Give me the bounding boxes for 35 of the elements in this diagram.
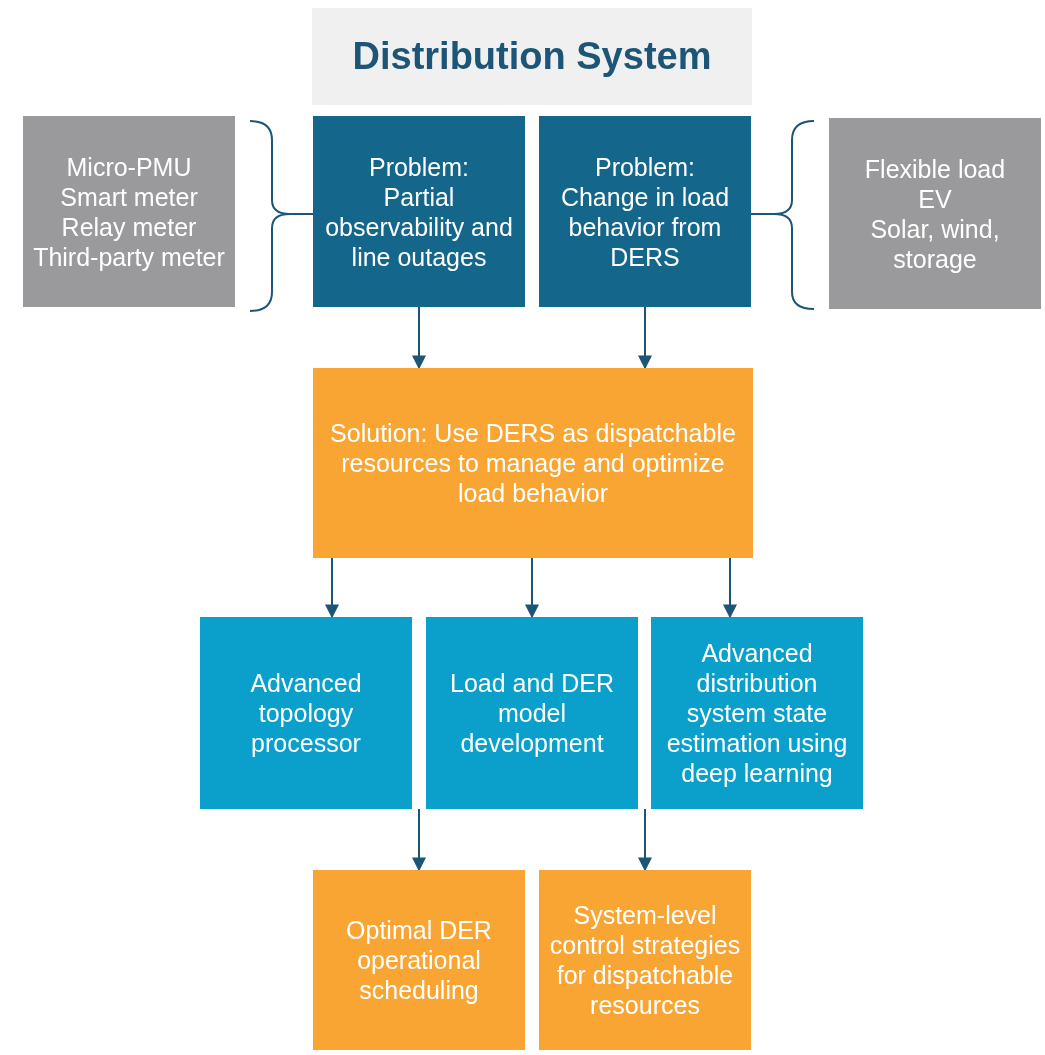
box-text: Advanced topology processor [249,668,363,758]
process-box [23,116,235,307]
box-text: Change in load behavior from DERS [559,181,731,272]
title-text: Distribution System [352,33,712,79]
box-text: Problem: [368,151,469,182]
box-text: Solution: Use DERS as dispatchable resources to manage and optimize load behavior [329,418,737,508]
process-box [539,116,751,307]
arrow [525,557,539,619]
box-text: Smart meter [60,181,198,212]
box-text: EV [918,183,952,214]
box-text: Advanced distribution system state estimation using deep learning [665,638,849,788]
box-text: Third-party meter [33,241,225,272]
process-box [313,116,525,307]
arrow [412,808,426,872]
process-box [313,870,525,1050]
box-text: Micro-PMU [66,151,192,182]
box-text: System-level control strategies for dispatchable resources [549,900,741,1020]
arrow [638,808,652,872]
arrow [325,557,339,619]
process-box [313,368,753,558]
process-box [539,870,751,1050]
process-box [426,617,638,809]
box-text: Optimal DER operational scheduling [345,915,493,1005]
process-box [200,617,412,809]
box-text: Problem: [594,151,695,182]
arrow [412,306,426,370]
box-text: Flexible load [864,153,1006,184]
box-text: Partial observability and line outages [324,181,514,272]
arrow [723,557,737,619]
box-text: Relay meter [61,211,197,242]
box-text: Solar, wind, storage [869,213,1001,274]
arrow [638,306,652,370]
box-text: Load and DER model development [449,668,615,758]
process-box [651,617,863,809]
process-box [829,118,1041,309]
